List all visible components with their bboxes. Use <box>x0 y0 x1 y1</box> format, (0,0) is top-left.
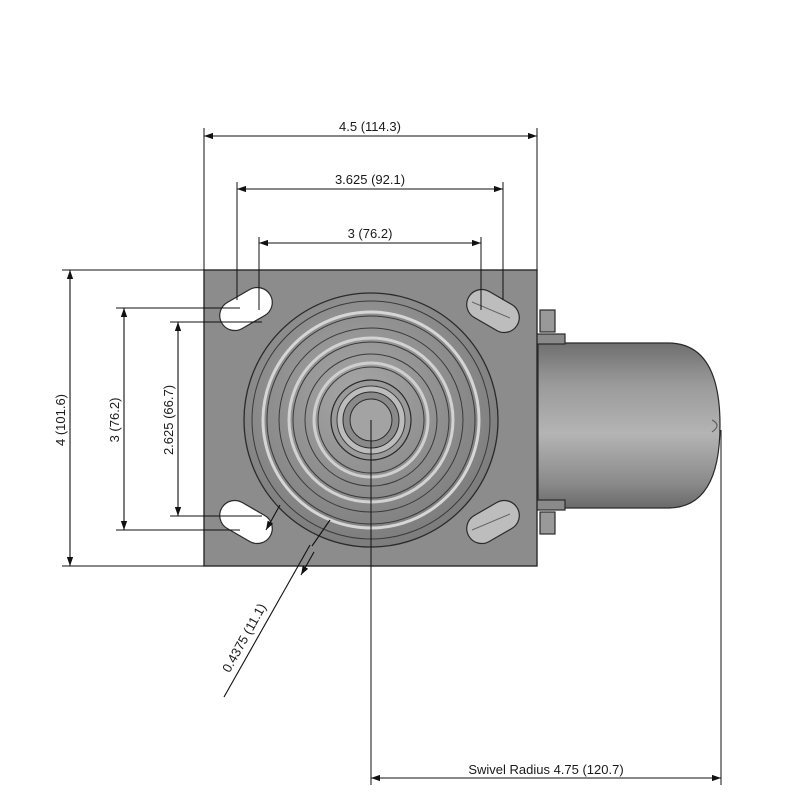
bolt-length-outer-label: 3 (76.2) <box>107 398 122 443</box>
overall-width-label: 4.5 (114.3) <box>339 119 401 134</box>
extension-lines <box>62 128 722 785</box>
bolt-width-inner-label: 3 (76.2) <box>348 226 393 241</box>
fork-legs <box>534 309 566 535</box>
wheel <box>537 342 721 509</box>
bolt-slot-bottom-right <box>466 499 520 545</box>
bolt-slot-top-right <box>466 288 520 334</box>
bolt-hole-leader <box>223 504 331 698</box>
swivel-radius-label: Swivel Radius 4.75 (120.7) <box>468 762 623 777</box>
bolt-hole-label: 0.4375 (11.1) <box>219 601 269 675</box>
overall-length-label: 4 (101.6) <box>53 394 68 446</box>
bolt-slot-bottom-left <box>219 499 273 545</box>
bolt-length-inner-label: 2.625 (66.7) <box>161 385 176 455</box>
bolt-width-outer-label: 3.625 (92.1) <box>335 172 405 187</box>
